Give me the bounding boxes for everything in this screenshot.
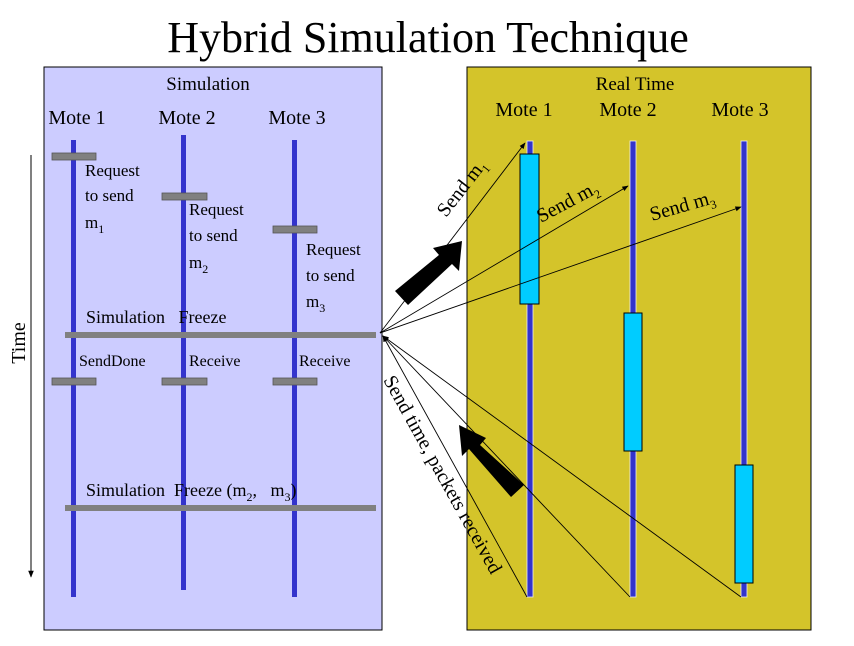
simulation-freeze-2-bar [65,505,376,511]
rt-mote-1-active-block [519,153,540,305]
sim-mote-2-label: Mote 2 [158,107,215,129]
receive-bar-mote-3 [272,377,318,386]
rt-mote-2-active-block [623,312,643,452]
send-m2-arrow [379,185,629,334]
return-mote-3-arrow [382,335,742,598]
simulation-freeze-2-label: Simulation Freeze (m2, m3) [86,480,296,504]
sim-mote-3-label: Mote 3 [268,107,325,129]
return-mote-1-arrow [382,335,528,598]
forward-flow-arrow [395,241,462,305]
senddone-label: SendDone [79,353,146,370]
request-label-mote-1: Request to send m1 [85,161,144,236]
return-flow-arrow [459,425,524,497]
simulation-freeze-label: Simulation Freeze [86,307,226,327]
senddone-bar [51,377,97,386]
simulation-heading: Simulation [166,74,250,95]
rt-mote-3-active-block [734,464,754,584]
send-m1-arrow [379,142,526,334]
sim-mote-1-timeline [71,140,76,597]
request-bar-mote-3 [272,225,318,234]
rt-mote-1-timeline [526,140,534,598]
receive-bar-mote-2 [161,377,208,386]
request-label-mote-2: Request to send m2 [189,200,248,276]
rt-mote-2-label: Mote 2 [599,99,656,121]
request-label-mote-3: Request to send m3 [306,240,365,315]
receive-label-mote-2: Receive [189,353,241,370]
sim-mote-1-label: Mote 1 [48,107,105,129]
request-bar-mote-2 [161,192,208,201]
simulation-panel [43,66,383,631]
return-mote-2-arrow [382,335,631,598]
realtime-heading: Real Time [596,74,675,95]
send-m3-arrow [379,206,742,334]
simulation-freeze-bar [65,332,376,338]
sim-mote-3-timeline [292,140,297,597]
rt-mote-3-timeline [740,140,748,598]
request-bar-mote-1 [51,152,97,161]
rt-mote-1-label: Mote 1 [495,99,552,121]
receive-label-mote-3: Receive [299,353,351,370]
page-title: Hybrid Simulation Technique [167,13,689,62]
rt-mote-3-label: Mote 3 [711,99,768,121]
time-axis-label: Time [8,322,30,364]
sim-mote-2-timeline [181,135,186,590]
